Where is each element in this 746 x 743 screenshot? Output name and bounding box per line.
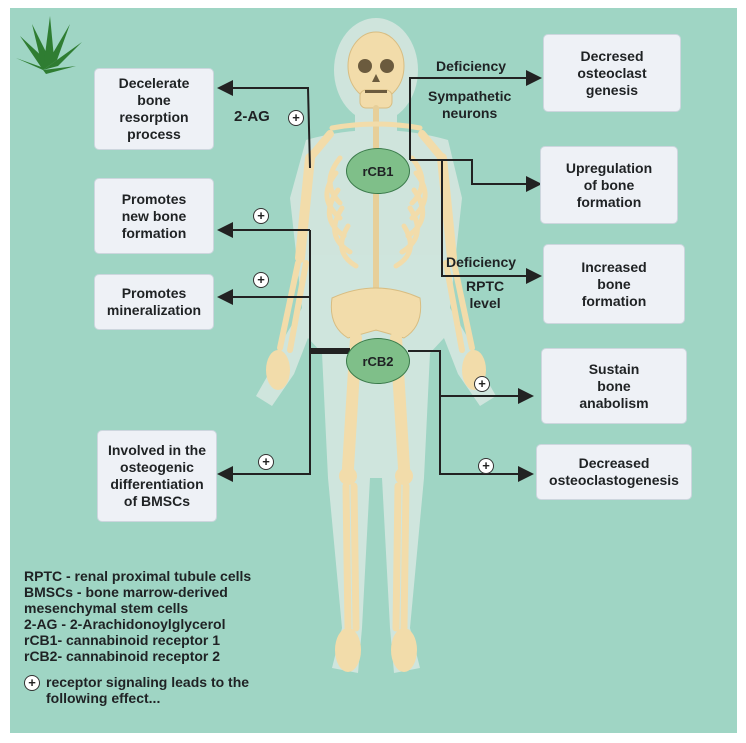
legend-plus-text-2: following effect...: [46, 690, 161, 706]
legend-line: 2-AG - 2-Arachidonoylglycerol: [24, 616, 226, 632]
box-promotes-mineralization: Promotes mineralization: [94, 274, 214, 330]
legend-line: RPTC - renal proximal tubule cells: [24, 568, 252, 584]
legend-line: rCB1- cannabinoid receptor 1: [24, 632, 221, 648]
label-deficiency-top: Deficiency: [436, 58, 507, 74]
box-sustain-bone-anabolism: Sustain bone anabolism: [541, 348, 687, 424]
receptor-rcb1: rCB1: [346, 148, 410, 194]
legend: RPTC - renal proximal tubule cells BMSCs…: [24, 568, 251, 706]
label-sympathetic-neurons: Sympathetic neurons: [428, 88, 512, 121]
box-upregulation-bone-formation: Upregulation of bone formation: [540, 146, 678, 224]
plus-icon: +: [258, 454, 274, 470]
legend-plus-row: + receptor signaling leads to the: [24, 674, 251, 691]
label-deficiency-rptc: Deficiency: [446, 254, 517, 270]
box-decelerate-bone-resorption: Decelerate bone resorption process: [94, 68, 214, 150]
legend-line: BMSCs - bone marrow-derived: [24, 584, 228, 600]
plus-icon: +: [24, 675, 40, 691]
box-involved-osteogenic-differentiation: Involved in the osteogenic differentiati…: [97, 430, 217, 522]
plus-icon: +: [253, 272, 269, 288]
cannabis-leaf-icon: [16, 16, 82, 74]
box-decreased-osteoclastogenesis: Decreased osteoclastogenesis: [536, 444, 692, 500]
box-promotes-new-bone-formation: Promotes new bone formation: [94, 178, 214, 254]
plus-icon: +: [288, 110, 304, 126]
receptor-rcb2: rCB2: [346, 338, 410, 384]
label-rptc-level: RPTC level: [466, 278, 505, 311]
legend-line: rCB2- cannabinoid receptor 2: [24, 648, 221, 664]
skeleton-illustration: [16, 16, 542, 673]
plus-icon: +: [474, 376, 490, 392]
box-decresed-osteoclast-genesis: Decresed osteoclast genesis: [543, 34, 681, 112]
plus-icon: +: [253, 208, 269, 224]
diagram-canvas: Decelerate bone resorption process Promo…: [10, 8, 737, 733]
legend-plus-text: receptor signaling leads to the: [46, 674, 250, 690]
legend-line: mesenchymal stem cells: [24, 600, 189, 616]
label-2-ag: 2-AG: [234, 108, 270, 125]
plus-icon: +: [478, 458, 494, 474]
box-increased-bone-formation: Increased bone formation: [543, 244, 685, 324]
